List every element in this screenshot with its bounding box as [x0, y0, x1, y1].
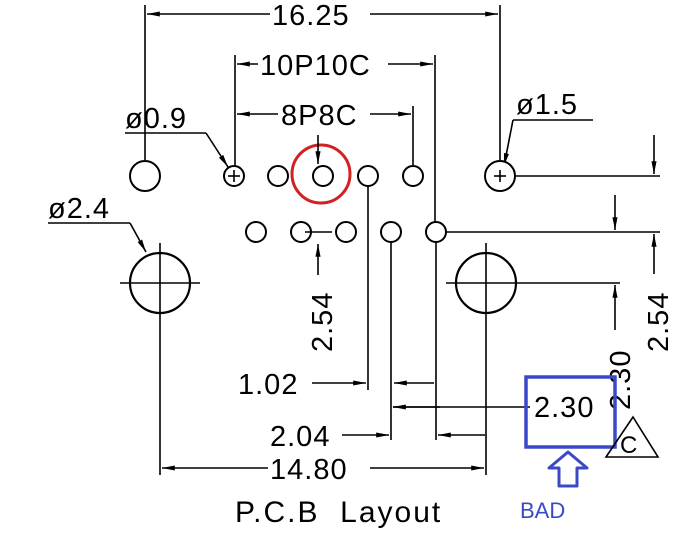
dimension-1-02: 1.02 — [238, 369, 434, 401]
pin-hole — [357, 165, 379, 187]
pin-hole — [425, 221, 447, 243]
dimension-2-30-label: 2.30 — [534, 392, 594, 424]
leader-dia-1-5-label: ø1.5 — [516, 89, 578, 121]
leader-dia-0-9-label: ø0.9 — [125, 103, 187, 135]
pin-hole — [335, 221, 357, 243]
bad-annotation: BAD — [520, 450, 589, 523]
dimension-14-80-label: 14.80 — [270, 454, 348, 486]
dimension-10p10c: 10P10C — [234, 50, 436, 232]
dimension-2-54-left: 2.54 — [305, 135, 339, 352]
pin-hole — [245, 221, 267, 243]
dimension-1-02-label: 1.02 — [238, 369, 298, 401]
dimension-2-04: 2.04 — [270, 421, 485, 453]
highlight-circle — [290, 143, 352, 205]
dimension-14-80: 14.80 — [162, 454, 484, 486]
dimension-16-25-label: 16.25 — [272, 0, 350, 32]
hole-row-bottom — [245, 221, 447, 243]
dimension-8p8c-label: 8P8C — [281, 100, 358, 132]
leader-dia-1-5: ø1.5 — [503, 89, 593, 167]
pin-hole — [267, 165, 289, 187]
revision-triangle: C — [604, 415, 660, 459]
dimension-2-54-right-label: 2.54 — [643, 292, 675, 352]
pin-hole — [402, 165, 424, 187]
guide-hole-left — [129, 160, 161, 192]
dimension-right-side: 2.54 2.30 — [446, 135, 675, 410]
bad-label: BAD — [520, 498, 565, 523]
highlight-box — [524, 375, 617, 449]
leader-dia-0-9: ø0.9 — [125, 103, 229, 168]
dimension-16-25: 16.25 — [144, 0, 501, 160]
dimension-2-30: 2.30 — [393, 375, 617, 449]
leader-dia-2-4: ø2.4 — [48, 193, 147, 253]
dimension-2-04-label: 2.04 — [270, 421, 330, 453]
dimension-2-30-rotated-label: 2.30 — [605, 350, 637, 410]
dimension-2-54-left-label: 2.54 — [307, 292, 339, 352]
dimension-8p8c: 8P8C — [237, 100, 414, 165]
hole-row-top — [129, 160, 516, 192]
leader-dia-2-4-label: ø2.4 — [48, 193, 110, 225]
drawing-title: P.C.B Layout — [235, 496, 442, 529]
mount-hole-right — [446, 243, 526, 323]
pin-hole — [380, 221, 402, 243]
extension-lines-bottom — [159, 186, 487, 475]
dimension-10p10c-label: 10P10C — [260, 50, 371, 82]
revision-marker-label: C — [620, 432, 638, 459]
up-arrow-icon — [547, 450, 589, 488]
mount-hole-left — [120, 243, 200, 323]
pin-hole — [312, 165, 334, 187]
